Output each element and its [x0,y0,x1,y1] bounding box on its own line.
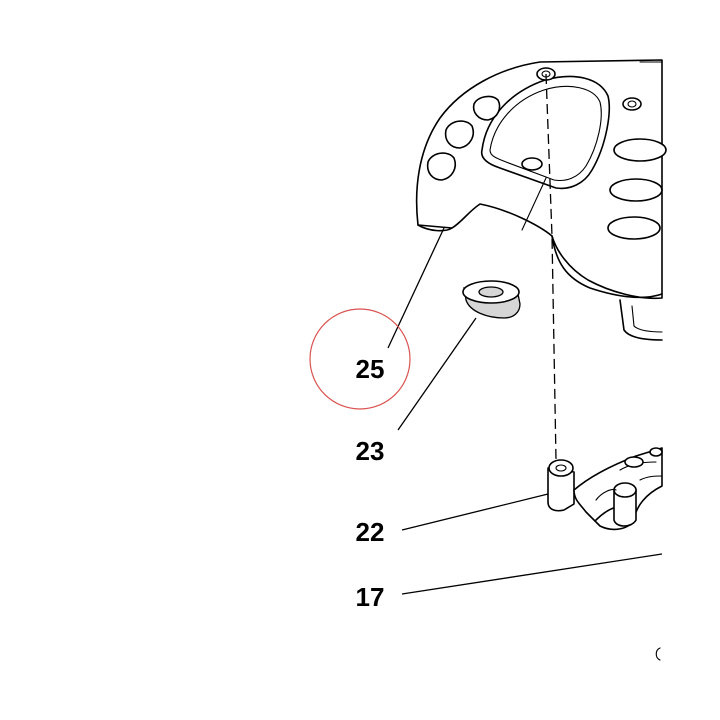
part-22-post [547,459,575,512]
part-17-base-bracket [573,447,663,531]
leader-line-22 [401,493,549,531]
assembly-axis-line-2 [521,177,547,231]
callout-highlight-circle [309,308,411,410]
leader-line-25 [387,227,445,349]
part-25-housing [415,59,667,341]
assembly-axis-line [545,73,557,461]
callout-label-23[interactable]: 23 [356,436,385,466]
leader-line-23 [397,317,477,431]
part-23-grommet [462,280,521,319]
leader-line-17 [401,553,663,595]
cropped-edge-mark [655,647,661,661]
callout-label-22[interactable]: 22 [356,517,385,547]
callout-label-17[interactable]: 17 [356,582,385,612]
callout-label-25[interactable]: 25 [356,354,385,384]
